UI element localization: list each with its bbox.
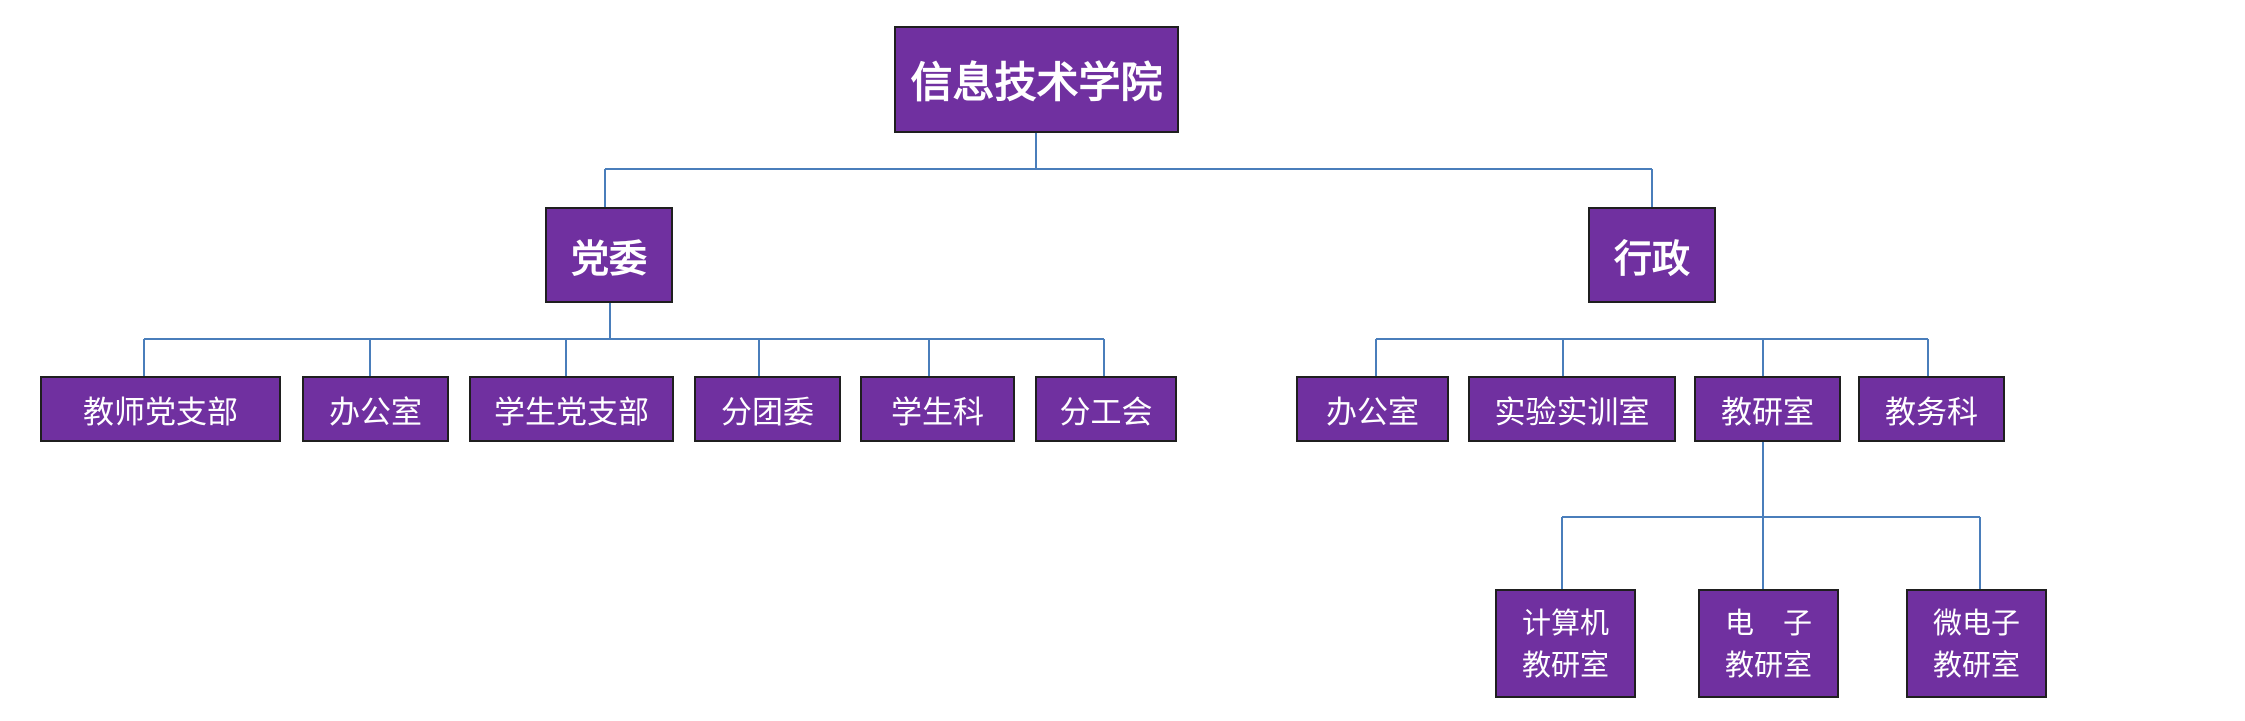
node-admin-child-4: 教务科 [1858, 376, 2005, 442]
node-party-child-2: 办公室 [302, 376, 449, 442]
node-party-child-3: 学生党支部 [469, 376, 674, 442]
node-party-child-5: 学生科 [860, 376, 1015, 442]
node-sub-electronics: 电 子 教研室 [1698, 589, 1839, 698]
node-party-child-1: 教师党支部 [40, 376, 281, 442]
node-admin-child-1: 办公室 [1296, 376, 1449, 442]
node-party-child-4: 分团委 [694, 376, 841, 442]
node-sub-microelectronics: 微电子 教研室 [1906, 589, 2047, 698]
node-party-committee: 党委 [545, 207, 673, 303]
node-party-child-6: 分工会 [1035, 376, 1177, 442]
node-sub-computer: 计算机 教研室 [1495, 589, 1636, 698]
node-root: 信息技术学院 [894, 26, 1179, 133]
node-admin-child-3: 教研室 [1694, 376, 1841, 442]
node-administration: 行政 [1588, 207, 1716, 303]
node-admin-child-2: 实验实训室 [1468, 376, 1676, 442]
